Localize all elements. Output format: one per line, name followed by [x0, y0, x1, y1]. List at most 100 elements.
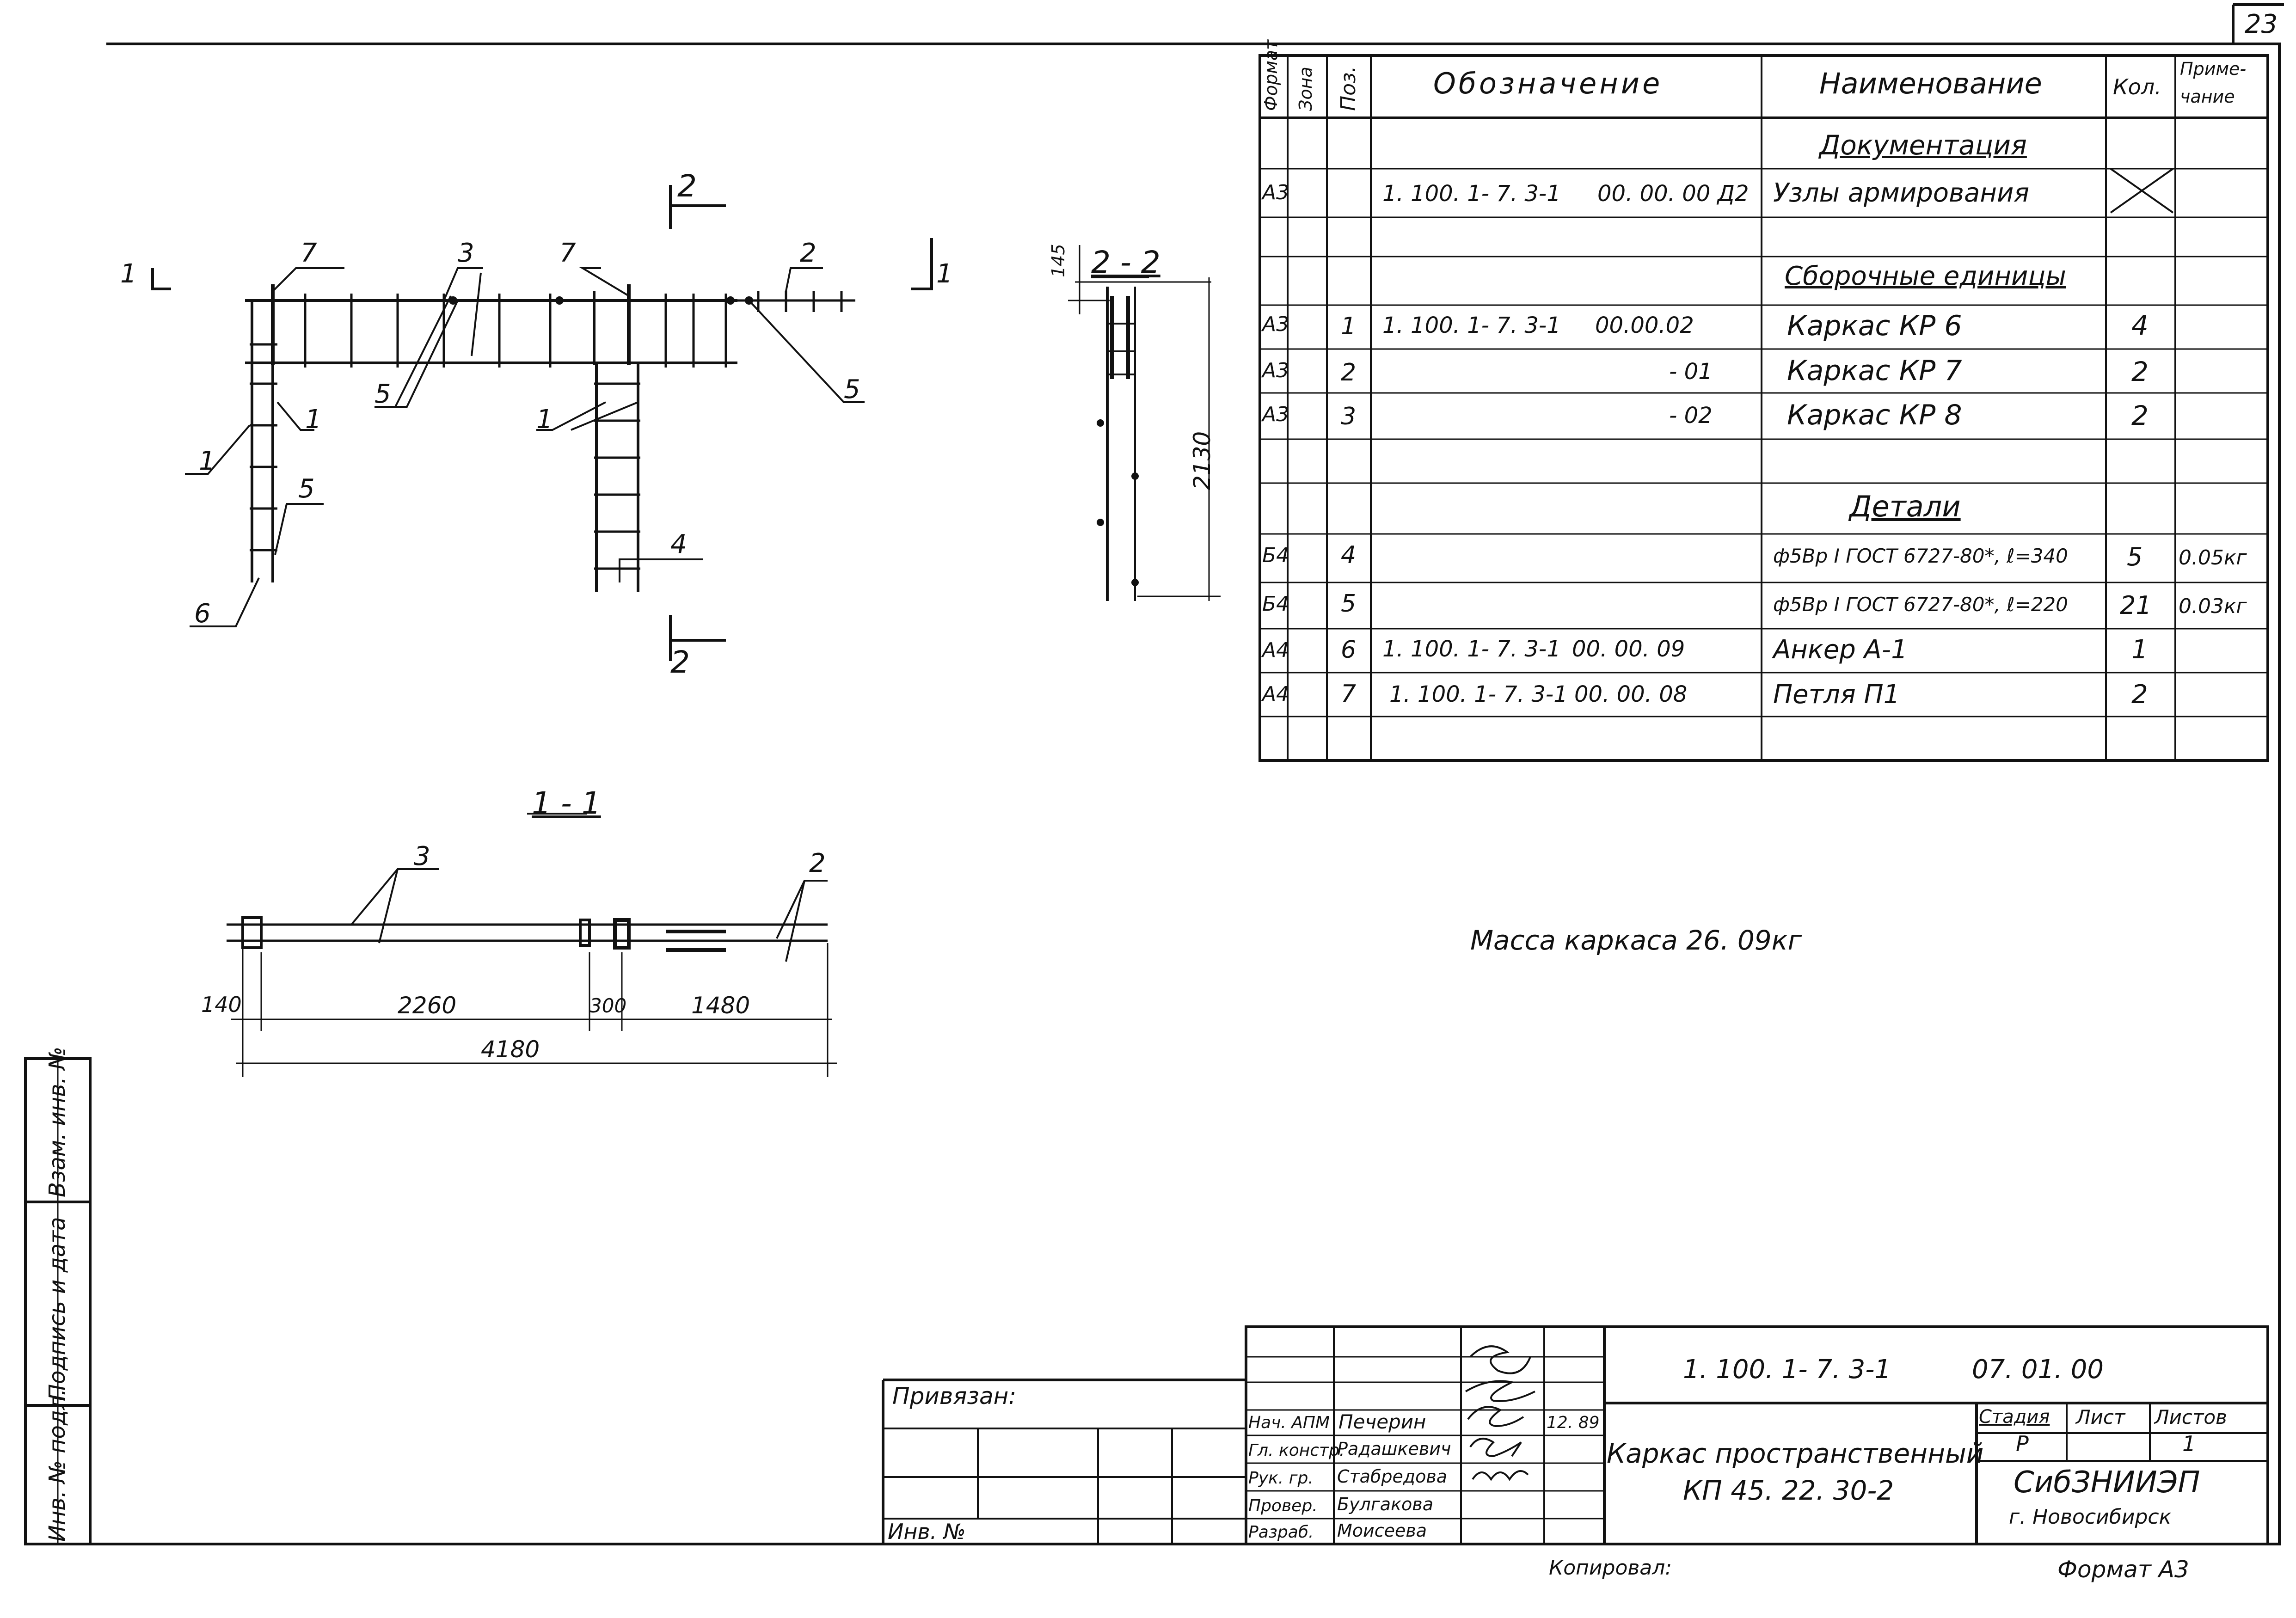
row-designation-b: 00. 00. 09 [1572, 636, 1685, 662]
row-format: А3 [1262, 313, 1289, 336]
side-stamp-inv-podl: Инв. № подл. [44, 1388, 70, 1542]
document-title-code: КП 45. 22. 30-2 [1683, 1475, 1894, 1506]
row-qty: 1 [2131, 635, 2148, 665]
row-pos: 7 [1341, 680, 1357, 708]
header-note-1: Приме- [2180, 59, 2247, 79]
row-designation-b: 00. 00. 00 Д2 [1597, 181, 1749, 207]
callout: 5 [844, 374, 860, 404]
stage-label: Стадия [1979, 1406, 2050, 1428]
section-mark: 2 [677, 168, 697, 204]
callout: 1 [199, 446, 215, 476]
format-label: Формат А3 [2057, 1556, 2189, 1583]
dimension: 1480 [691, 992, 750, 1019]
row-qty: 2 [2131, 356, 2149, 387]
mass-text: Масса каркаса 26. 09кг [1470, 925, 1802, 956]
row-designation-b: 00.00.02 [1595, 313, 1694, 338]
row-qty: 5 [2127, 542, 2143, 571]
row-pos: 3 [1341, 403, 1357, 430]
section-documentation: Документация [1819, 129, 2027, 161]
row-qty: 4 [2131, 310, 2149, 341]
role: Провер. [1248, 1496, 1318, 1515]
row-qty: 2 [2131, 400, 2149, 431]
row-name: Анкер А-1 [1773, 635, 1908, 665]
row-pos: 6 [1341, 636, 1357, 664]
inv-no-label: Инв. № [888, 1519, 966, 1544]
doc-sub: 07. 01. 00 [1972, 1354, 2104, 1385]
row-name: Каркас КР 7 [1787, 355, 1962, 387]
role: Рук. гр. [1248, 1469, 1314, 1488]
row-pos: 5 [1341, 590, 1357, 618]
org-city: г. Новосибирск [2009, 1505, 2172, 1529]
header-note-2: чание [2180, 86, 2235, 107]
doc-code: 1. 100. 1- 7. 3-1 [1683, 1354, 1891, 1385]
dimension-total: 4180 [481, 1036, 540, 1063]
role: Нач. АПМ [1248, 1413, 1330, 1432]
section-2-2-title: 2 - 2 [1091, 245, 1160, 280]
document-title: Каркас пространственный [1607, 1438, 1984, 1469]
row-name: ф5Вр I ГОСТ 6727-80*, ℓ=220 [1773, 593, 2068, 616]
sheets-label: Листов [2155, 1406, 2227, 1428]
row-designation-a: 1. 100. 1- 7. 3-1 [1382, 181, 1561, 207]
row-designation-b: - 02 [1669, 403, 1713, 429]
header-name: Наименование [1819, 67, 2042, 100]
date: 12. 89 [1547, 1413, 1600, 1432]
callout: 2 [809, 848, 826, 878]
section-2-2-lines [1068, 245, 1221, 601]
section-mark: 1 [936, 259, 953, 289]
header-qty: Кол. [2113, 74, 2161, 99]
org-name: СибЗНИИЭП [2014, 1465, 2200, 1500]
callout: 2 [800, 238, 816, 268]
row-format: А4 [1262, 682, 1289, 706]
callout: 5 [298, 474, 315, 504]
callout: 6 [194, 599, 211, 629]
row-format: Б4 [1262, 544, 1289, 567]
callout: 5 [374, 379, 391, 409]
section-mark: 2 [670, 644, 690, 680]
section-assemblies: Сборочные единицы [1785, 261, 2066, 291]
section-1-1-lines [227, 813, 837, 1077]
row-designation-a: 1. 100. 1- 7. 3-1 [1382, 313, 1561, 338]
row-note: 0.05кг [2179, 546, 2247, 570]
section-2-2-dim-top: 145 [1048, 244, 1068, 277]
person-name: Радашкевич [1337, 1439, 1451, 1459]
row-designation-b: 00. 00. 08 [1574, 681, 1688, 707]
section-2-2-dim-height: 2130 [1189, 431, 1216, 490]
dimension: 2260 [398, 992, 457, 1019]
row-name: Каркас КР 8 [1787, 399, 1962, 431]
copied-label: Копировал: [1549, 1556, 1672, 1580]
row-name: Узлы армирования [1773, 178, 2030, 208]
callout: 7 [559, 238, 576, 268]
side-stamp-vzam: Взам. инв. № [44, 1047, 70, 1197]
section-1-1-title: 1 - 1 [532, 785, 601, 821]
row-name: ф5Вр I ГОСТ 6727-80*, ℓ=340 [1773, 545, 2068, 567]
row-pos: 4 [1341, 541, 1357, 569]
header-designation: Обозначение [1433, 67, 1663, 100]
header-zone: Зона [1295, 67, 1316, 111]
row-note: 0.03кг [2179, 594, 2247, 618]
row-name: Петля П1 [1773, 680, 1900, 710]
spec-table-grid [1259, 54, 2269, 762]
row-format: А3 [1262, 403, 1289, 426]
person-name: Стабредова [1337, 1466, 1448, 1487]
row-designation-a: 1. 100. 1- 7. 3-1 [1389, 681, 1568, 707]
callout: 7 [301, 238, 317, 268]
row-pos: 1 [1341, 313, 1357, 340]
title-block-grid [882, 1325, 2269, 1545]
sheet-label: Лист [2076, 1406, 2125, 1428]
header-pos: Поз. [1337, 66, 1360, 111]
person-name: Моисеева [1337, 1520, 1427, 1541]
callout: 3 [458, 238, 474, 268]
row-name: Каркас КР 6 [1787, 310, 1962, 342]
row-qty: 21 [2120, 591, 2152, 620]
row-format: А3 [1262, 359, 1289, 382]
stage-value: Р [2016, 1431, 2029, 1456]
row-format: А3 [1262, 181, 1289, 204]
dimension: 300 [589, 994, 627, 1017]
callout: 3 [414, 841, 430, 871]
callout: 1 [305, 404, 322, 435]
row-qty: 2 [2131, 680, 2148, 710]
row-designation-a: 1. 100. 1- 7. 3-1 [1382, 636, 1561, 662]
person-name: Булгакова [1337, 1494, 1433, 1514]
signatures [1465, 1345, 1535, 1481]
